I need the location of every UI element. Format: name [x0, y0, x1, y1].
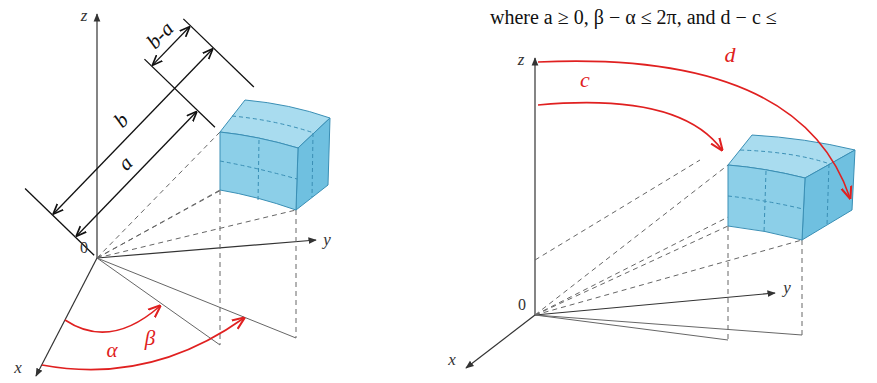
axis-label: x: [448, 350, 456, 370]
wedge-grid: [740, 150, 830, 164]
right-figure: [466, 58, 855, 368]
angle-arc: [42, 318, 244, 370]
dimension-label: a: [113, 151, 138, 175]
angle-arc: [538, 103, 722, 150]
wedge-solid: [220, 100, 330, 210]
x-axis: [466, 315, 535, 368]
wedge-grid: [220, 161, 297, 179]
axis-label: y: [783, 278, 791, 298]
angle-arc: [538, 61, 850, 198]
guide-lines: [97, 132, 298, 345]
wedge-grid: [232, 116, 314, 133]
floor-ray: [97, 258, 220, 345]
x-axis: [36, 258, 97, 376]
dimension-line: [77, 112, 196, 236]
extension-line: [183, 19, 253, 87]
wedge-grid: [728, 196, 803, 209]
ray-line: [535, 226, 728, 315]
angle-label: α: [106, 338, 117, 362]
z-axis: [534, 58, 535, 315]
ray-line: [535, 240, 802, 315]
ray-line: [535, 160, 700, 260]
projection-line: [296, 210, 297, 338]
axis-label: x: [14, 358, 22, 378]
floor-ray: [97, 258, 296, 338]
dimension-line: [54, 49, 212, 213]
wedge-grid: [764, 171, 766, 233]
guide-lines: [535, 160, 805, 340]
angle-label: d: [725, 42, 736, 67]
floor-ray: [535, 315, 802, 335]
ray-line: [535, 165, 728, 315]
ray-line: [97, 210, 296, 258]
dimension-lines: [22, 19, 255, 255]
dimension-label: b: [109, 108, 134, 132]
axis-label: z: [518, 50, 525, 70]
formula-note: where a ≥ 0, β − α ≤ 2π, and d − c ≤: [490, 6, 777, 29]
origin-label: 0: [80, 239, 88, 257]
wedge-grid: [258, 140, 259, 202]
z-axis: [96, 14, 97, 258]
angle-label: β: [145, 326, 155, 350]
left-figure: [22, 14, 330, 376]
axis-label: z: [81, 6, 88, 26]
axis-label: y: [323, 230, 331, 250]
projection-line: [728, 226, 729, 340]
projection-line: [802, 240, 803, 335]
wedge-grid: [312, 133, 313, 197]
extension-line: [144, 59, 214, 127]
y-axis: [97, 240, 316, 258]
wedge-face: [802, 150, 855, 240]
wedge-face: [220, 132, 298, 210]
origin-label: 0: [518, 296, 526, 314]
angle-label: c: [580, 67, 590, 92]
projection-line: [220, 190, 221, 345]
wedge-face: [728, 165, 805, 240]
wedge-grid: [827, 164, 829, 225]
dimension-label: b-a: [141, 16, 178, 53]
wedge-face: [296, 118, 330, 210]
wedge-solid: [728, 135, 855, 240]
